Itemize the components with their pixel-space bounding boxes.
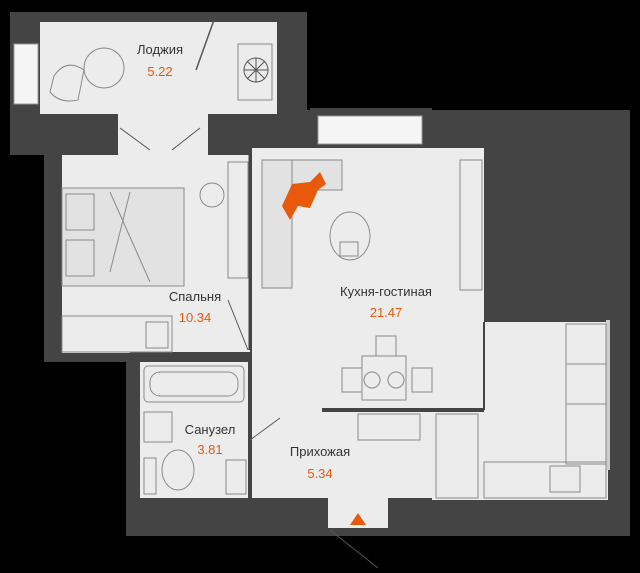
bathroom-name: Санузел — [185, 422, 236, 437]
sofa — [261, 159, 293, 289]
kitchen-window — [317, 115, 423, 145]
bathtub — [143, 365, 245, 403]
kitchen-furniture — [261, 159, 607, 499]
hallway-floor — [252, 410, 432, 498]
sink — [143, 411, 173, 443]
kitchen-floor-corridor — [432, 408, 484, 500]
entrance-door — [329, 529, 379, 569]
loggia-chair — [49, 64, 85, 102]
kitchen-living-area: 21.47 — [370, 305, 403, 320]
loggia-furniture — [49, 19, 273, 151]
bathroom-area: 3.81 — [197, 442, 222, 457]
entrance-arrow-icon — [350, 513, 366, 525]
bathroom-door — [249, 417, 281, 441]
pillow — [65, 239, 95, 277]
kitchen-living-name: Кухня-гостиная — [340, 284, 432, 299]
toilet — [161, 449, 195, 491]
chair-right — [411, 367, 433, 393]
boiler-cabinet — [237, 43, 273, 101]
loggia-door-left — [119, 127, 151, 151]
double-bed — [61, 187, 185, 287]
cat-icon — [282, 172, 326, 220]
loggia-door-right — [171, 127, 201, 151]
kitchen-counter-bottom — [483, 461, 607, 499]
kitchen-right-window — [606, 320, 610, 470]
kitchen-sink — [549, 465, 581, 493]
loggia-window — [13, 43, 39, 105]
chair-top — [375, 335, 397, 357]
tv-unit — [459, 159, 483, 291]
bed-blanket — [109, 191, 151, 283]
bathroom-furniture — [143, 365, 281, 495]
partitions — [13, 43, 610, 498]
cooktop — [357, 413, 421, 441]
bedroom-door — [227, 299, 249, 351]
loggia-area: 5.22 — [147, 64, 172, 79]
loggia-door-gap — [118, 112, 208, 155]
bathroom-floor — [140, 362, 248, 498]
hallway-wardrobe — [435, 413, 479, 499]
bedroom-area: 10.34 — [179, 310, 212, 325]
coffee-table — [329, 211, 371, 261]
wardrobe-bedroom — [227, 161, 249, 279]
loggia-name: Лоджия — [137, 42, 183, 57]
plant-icon — [199, 182, 225, 208]
kitchen-counter — [565, 403, 607, 465]
book — [339, 241, 359, 257]
bathroom-cabinet — [225, 459, 247, 495]
loggia-door — [195, 19, 215, 71]
kitchen-floor-right — [484, 322, 608, 500]
loggia-table — [83, 47, 125, 89]
hallway-name: Прихожая — [290, 444, 350, 459]
hallway-area: 5.34 — [307, 466, 332, 481]
toilet-tank — [143, 457, 157, 495]
chair — [387, 371, 405, 389]
bedroom-furniture — [61, 161, 249, 353]
bedroom-shelf — [61, 315, 173, 353]
bedroom-sink — [145, 321, 169, 349]
pillow — [65, 193, 95, 231]
chair-left — [341, 367, 363, 393]
chair — [363, 371, 381, 389]
bedroom-name: Спальня — [169, 289, 221, 304]
